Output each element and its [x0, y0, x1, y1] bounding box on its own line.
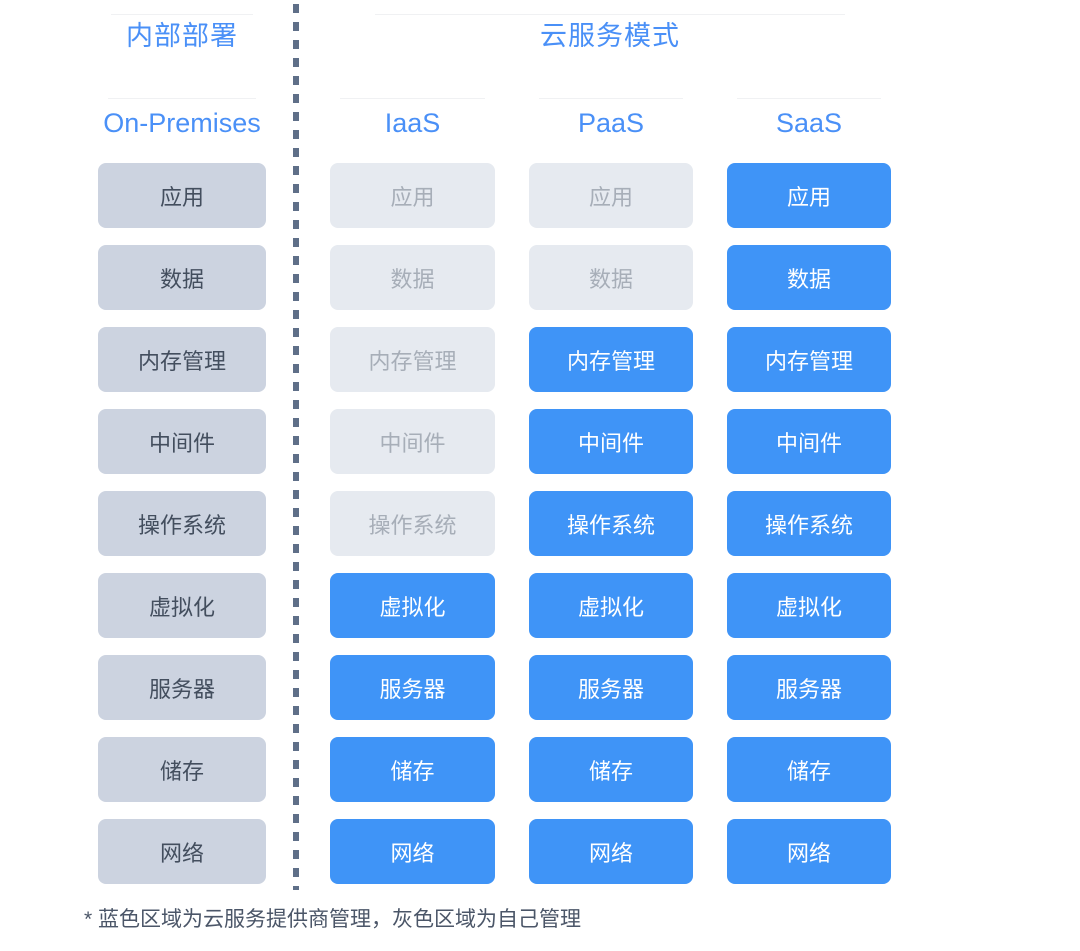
layer-cell-paas-6[interactable]: 虚拟化	[529, 573, 693, 638]
layer-cell-iaas-5[interactable]: 操作系统	[330, 491, 495, 556]
layer-cell-label: 网络	[588, 840, 633, 866]
layer-cell-saas-8[interactable]: 储存	[727, 737, 891, 802]
layer-cell-label: 操作系统	[368, 512, 457, 538]
layer-cell-iaas-2[interactable]: 数据	[330, 245, 495, 310]
layer-cell-label: 服务器	[775, 676, 842, 702]
layer-cell-label: 网络	[786, 840, 831, 866]
layer-cell-label: 操作系统	[764, 512, 853, 538]
layer-cell-iaas-1[interactable]: 应用	[330, 163, 495, 228]
layer-cell-label: 网络	[159, 840, 204, 866]
layer-cell-iaas-4[interactable]: 中间件	[330, 409, 495, 474]
layer-cell-on-premises-6[interactable]: 虚拟化	[98, 573, 266, 638]
layer-cell-on-premises-2[interactable]: 数据	[98, 245, 266, 310]
layer-cell-paas-1[interactable]: 应用	[529, 163, 693, 228]
layer-cell-label: 内存管理	[764, 348, 853, 374]
column-header-paas: PaaS	[529, 98, 693, 152]
layer-cell-label: 储存	[159, 758, 204, 784]
group-header-band: 内部部署 云服务模式	[0, 0, 1080, 92]
layer-cell-on-premises-1[interactable]: 应用	[98, 163, 266, 228]
layer-cell-paas-3[interactable]: 内存管理	[529, 327, 693, 392]
layer-cell-on-premises-3[interactable]: 内存管理	[98, 327, 266, 392]
layer-cell-on-premises-4[interactable]: 中间件	[98, 409, 266, 474]
layer-cell-label: 内存管理	[566, 348, 655, 374]
layer-cell-label: 中间件	[379, 430, 446, 456]
layer-cell-label: 应用	[390, 184, 435, 210]
layer-cell-iaas-9[interactable]: 网络	[330, 819, 495, 884]
layer-cell-saas-3[interactable]: 内存管理	[727, 327, 891, 392]
layer-cell-label: 虚拟化	[577, 594, 644, 620]
column-header-on-premises: On-Premises	[98, 98, 266, 152]
layer-cell-label: 应用	[786, 184, 831, 210]
legend-footnote: * 蓝色区域为云服务提供商管理，灰色区域为自己管理	[84, 908, 582, 931]
layer-cell-saas-1[interactable]: 应用	[727, 163, 891, 228]
layer-cell-label: 操作系统	[566, 512, 655, 538]
group-header-cloud-service-models: 云服务模式	[330, 14, 890, 58]
layer-cell-saas-4[interactable]: 中间件	[727, 409, 891, 474]
layer-cell-label: 数据	[588, 266, 633, 292]
layer-cell-saas-2[interactable]: 数据	[727, 245, 891, 310]
layer-cell-saas-6[interactable]: 虚拟化	[727, 573, 891, 638]
layer-cell-iaas-3[interactable]: 内存管理	[330, 327, 495, 392]
layer-cell-label: 服务器	[148, 676, 215, 702]
layer-cell-on-premises-9[interactable]: 网络	[98, 819, 266, 884]
layer-cell-iaas-6[interactable]: 虚拟化	[330, 573, 495, 638]
layer-cell-label: 应用	[588, 184, 633, 210]
layer-cell-label: 网络	[390, 840, 435, 866]
layer-cell-label: 数据	[786, 266, 831, 292]
layer-cell-label: 数据	[390, 266, 435, 292]
layer-cell-paas-8[interactable]: 储存	[529, 737, 693, 802]
layer-cell-label: 内存管理	[368, 348, 457, 374]
layer-cell-paas-4[interactable]: 中间件	[529, 409, 693, 474]
layer-cell-on-premises-8[interactable]: 储存	[98, 737, 266, 802]
layer-cell-saas-7[interactable]: 服务器	[727, 655, 891, 720]
layer-cell-iaas-8[interactable]: 储存	[330, 737, 495, 802]
layer-cell-label: 中间件	[148, 430, 215, 456]
layer-cell-label: 储存	[786, 758, 831, 784]
layer-cell-label: 中间件	[775, 430, 842, 456]
layer-cell-label: 操作系统	[137, 512, 226, 538]
layer-cell-saas-5[interactable]: 操作系统	[727, 491, 891, 556]
layer-cell-iaas-7[interactable]: 服务器	[330, 655, 495, 720]
layer-cell-label: 内存管理	[137, 348, 226, 374]
on-premises-cloud-divider	[293, 4, 299, 890]
layer-cell-on-premises-7[interactable]: 服务器	[98, 655, 266, 720]
layer-cell-label: 储存	[390, 758, 435, 784]
layer-cell-label: 储存	[588, 758, 633, 784]
layer-cell-paas-5[interactable]: 操作系统	[529, 491, 693, 556]
layer-cell-paas-2[interactable]: 数据	[529, 245, 693, 310]
layer-cell-label: 虚拟化	[775, 594, 842, 620]
layer-cell-label: 虚拟化	[148, 594, 215, 620]
layer-cell-label: 虚拟化	[379, 594, 446, 620]
layer-cell-paas-7[interactable]: 服务器	[529, 655, 693, 720]
layer-cell-label: 数据	[159, 266, 204, 292]
layer-cell-label: 服务器	[379, 676, 446, 702]
layer-cell-saas-9[interactable]: 网络	[727, 819, 891, 884]
group-header-on-premises: 内部部署	[98, 14, 266, 58]
layer-cell-label: 应用	[159, 184, 204, 210]
layer-cell-label: 服务器	[577, 676, 644, 702]
column-header-iaas: IaaS	[330, 98, 495, 152]
column-header-saas: SaaS	[727, 98, 891, 152]
layer-cell-label: 中间件	[577, 430, 644, 456]
layer-cell-paas-9[interactable]: 网络	[529, 819, 693, 884]
layer-cell-on-premises-5[interactable]: 操作系统	[98, 491, 266, 556]
